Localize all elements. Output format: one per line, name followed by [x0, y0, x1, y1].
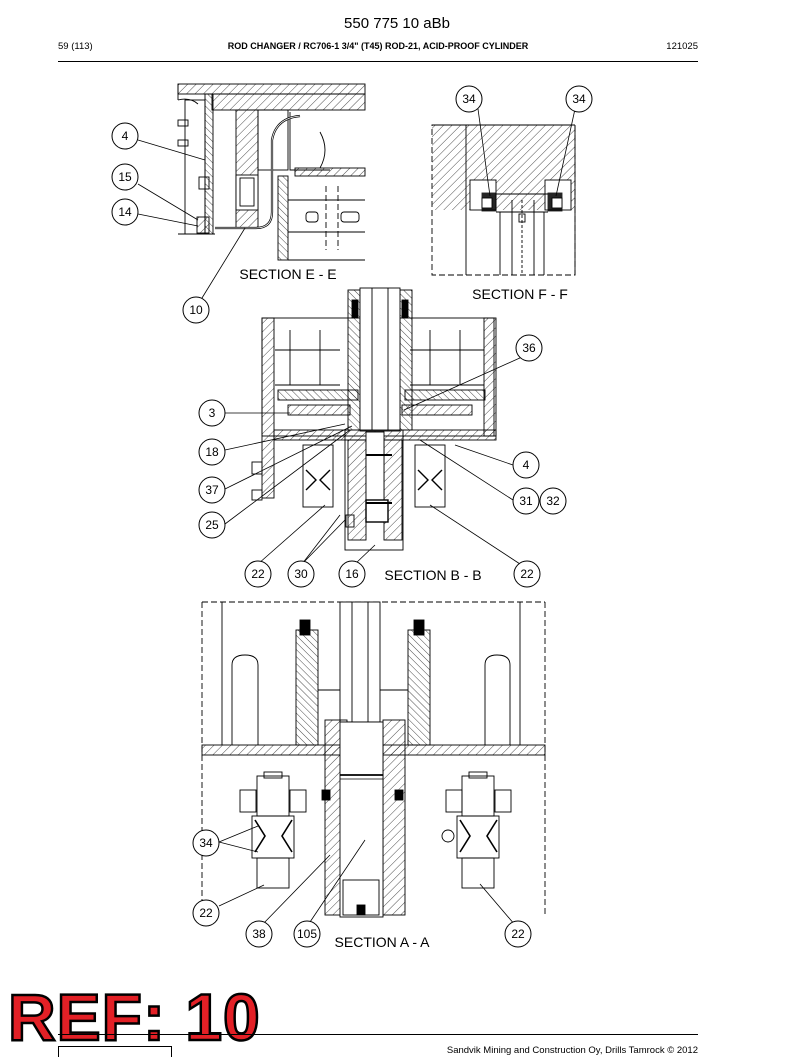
callout-a3: 38 [245, 920, 273, 948]
svg-text:25: 25 [205, 518, 219, 532]
section-b-label: SECTION B - B [384, 567, 481, 583]
page-header: 59 (113) ROD CHANGER / RC706-1 3/4" (T45… [58, 41, 698, 57]
header-divider [58, 61, 698, 62]
callout-b3: 18 [198, 438, 226, 466]
page-title: ROD CHANGER / RC706-1 3/4" (T45) ROD-21,… [227, 41, 529, 51]
svg-text:30: 30 [294, 567, 308, 581]
svg-text:32: 32 [546, 494, 560, 508]
callout-b2: 3 [198, 399, 226, 427]
svg-text:22: 22 [199, 906, 213, 920]
callout-f1: 34 [455, 85, 483, 113]
section-b-drawing [251, 287, 497, 551]
svg-text:22: 22 [251, 567, 265, 581]
svg-text:18: 18 [205, 445, 219, 459]
callout-b11: 16 [338, 560, 366, 588]
callout-b10: 30 [287, 560, 315, 588]
callout-b4: 4 [512, 451, 540, 479]
svg-text:16: 16 [345, 567, 359, 581]
section-f-drawing [431, 124, 576, 276]
section-a-drawing [201, 601, 546, 918]
callout-b5: 37 [198, 476, 226, 504]
section-f-label: SECTION F - F [472, 286, 568, 302]
callout-b7: 32 [539, 487, 567, 515]
revision-code: 121025 [666, 41, 698, 52]
svg-text:36: 36 [522, 341, 536, 355]
svg-text:34: 34 [462, 92, 476, 106]
svg-text:105: 105 [297, 927, 317, 941]
svg-text:3: 3 [209, 406, 216, 420]
svg-text:34: 34 [199, 836, 213, 850]
callout-b6: 31 [512, 487, 540, 515]
callout-b9: 22 [244, 560, 272, 588]
callout-f2: 34 [565, 85, 593, 113]
callout-e1: 4 [111, 122, 139, 150]
footer-copyright: Sandvik Mining and Construction Oy, Dril… [446, 1045, 698, 1056]
callout-e2: 15 [111, 163, 139, 191]
callout-a2: 22 [192, 899, 220, 927]
svg-text:34: 34 [572, 92, 586, 106]
footer-divider [58, 1034, 698, 1035]
page-number: 59 (113) [58, 41, 93, 52]
section-a-label: SECTION A - A [335, 934, 431, 950]
svg-text:22: 22 [520, 567, 534, 581]
svg-text:38: 38 [252, 927, 266, 941]
leader-lines [137, 108, 576, 926]
callout-b12: 22 [513, 560, 541, 588]
callout-e4: 10 [182, 296, 210, 324]
ref-stamp: REF: 10 [7, 980, 261, 1054]
svg-text:15: 15 [118, 170, 132, 184]
svg-text:4: 4 [122, 129, 129, 143]
svg-text:22: 22 [511, 927, 525, 941]
document-number: 550 775 10 aBb [344, 15, 450, 32]
callout-b8: 25 [198, 511, 226, 539]
svg-text:37: 37 [205, 483, 219, 497]
callout-a5: 22 [504, 920, 532, 948]
callout-a1: 34 [192, 829, 220, 857]
sandvik-logo [58, 1046, 172, 1057]
svg-text:4: 4 [523, 458, 530, 472]
svg-text:31: 31 [519, 494, 533, 508]
section-e-label: SECTION E - E [239, 266, 336, 282]
callout-bubbles: 4 15 14 10 34 34 36 3 18 4 37 31 32 25 2… [111, 85, 593, 948]
svg-text:10: 10 [189, 303, 203, 317]
callout-e3: 14 [111, 198, 139, 226]
callout-a4: 105 [293, 920, 321, 948]
section-e-drawing [177, 83, 366, 261]
svg-text:14: 14 [118, 205, 132, 219]
callout-b1: 36 [515, 334, 543, 362]
